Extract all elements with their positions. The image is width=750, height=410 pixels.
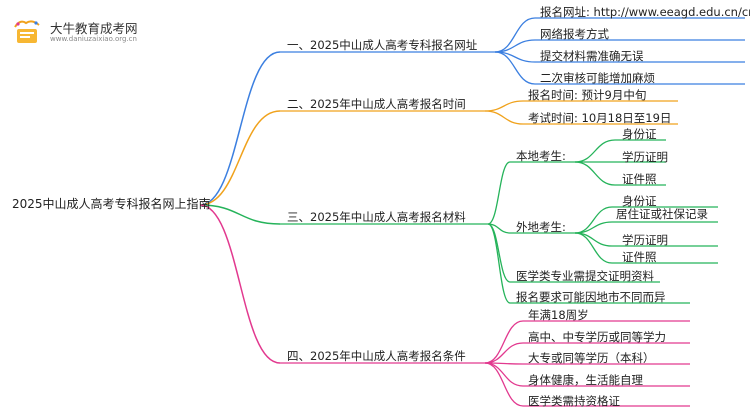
branch-3-varies-line — [487, 223, 511, 304]
branch-4-item-line-5 — [484, 362, 524, 407]
branch-1-item-3: 提交材料需准确无误 — [540, 49, 644, 63]
nonlocal-item-id-card: 身份证 — [622, 194, 657, 208]
nonlocal-item-line-2 — [574, 221, 613, 234]
branch-3-item-varies: 报名要求可能因地市不同而异 — [516, 290, 666, 304]
brand-name: 大牛教育成考网 — [50, 21, 138, 36]
branch-1-item-line-1 — [494, 17, 536, 53]
nonlocal-item-line-4 — [574, 232, 613, 264]
branch-4-item-line-4 — [484, 362, 524, 387]
branch-1-item-1: 报名网址: http://www.eeagd.edu.cn/cr — [540, 5, 750, 19]
local-item-photo: 证件照 — [622, 172, 657, 186]
root-to-branch-1-line — [199, 51, 281, 206]
branch-4-item-line-2 — [484, 342, 524, 364]
brand-url: www.daniuzaixiao.org.cn — [50, 35, 137, 43]
nonlocal-item-line-3 — [574, 232, 613, 247]
branch-2-title: 二、2025年中山成人高考报名时间 — [287, 97, 466, 111]
root-to-branch-3-line — [199, 204, 281, 225]
branch-3-local-line — [487, 161, 511, 225]
local-item-line-1 — [574, 139, 616, 163]
brand-logo-icon — [12, 17, 42, 47]
branch-2-item-line-2 — [484, 110, 524, 125]
branch-3-group-local: 本地考生: — [516, 149, 566, 163]
branch-4-item-line-1 — [484, 320, 524, 364]
branch-1-item-line-4 — [494, 51, 536, 85]
nonlocal-item-residence: 居住证或社保记录 — [616, 207, 708, 221]
branch-1-title: 一、2025中山成人高考专科报名网址 — [287, 38, 478, 52]
branch-4-title: 四、2025年中山成人高考报名条件 — [287, 349, 466, 363]
branch-4-item-1: 年满18周岁 — [528, 308, 589, 322]
branch-3-title: 三、2025年中山成人高考报名材料 — [287, 210, 466, 224]
branch-1-connectors — [199, 17, 745, 206]
branch-4-connectors — [199, 204, 690, 407]
local-item-line-3 — [574, 161, 616, 186]
local-item-diploma: 学历证明 — [622, 150, 668, 164]
branch-3-group-nonlocal: 外地考生: — [516, 220, 566, 234]
branch-3-connectors — [199, 139, 718, 304]
branch-4-item-3: 大专或同等学历（本科） — [528, 351, 655, 365]
root-topic: 2025中山成人高考专科报名网上指南 — [12, 197, 211, 211]
branch-2-item-1: 报名时间: 预计9月中旬 — [528, 88, 647, 102]
root-to-branch-4-line — [199, 204, 281, 364]
branch-1-item-4: 二次审核可能增加麻烦 — [540, 71, 655, 85]
local-item-id-card: 身份证 — [622, 127, 657, 141]
nonlocal-item-line-1 — [574, 206, 613, 234]
branch-1-item-2: 网络报考方式 — [540, 27, 609, 41]
branch-4-item-5: 医学类需持资格证 — [528, 394, 620, 408]
branch-2-item-line-1 — [484, 100, 524, 112]
branch-2-connectors — [199, 100, 678, 206]
nonlocal-item-diploma: 学历证明 — [622, 233, 668, 247]
nonlocal-item-photo: 证件照 — [622, 250, 657, 264]
root-to-branch-2-line — [199, 110, 281, 206]
branch-3-item-medical: 医学类专业需提交证明资料 — [516, 269, 654, 283]
branch-2-item-2: 考试时间: 10月18日至19日 — [528, 111, 672, 125]
branch-4-item-4: 身体健康，生活能自理 — [528, 373, 643, 387]
branch-4-item-2: 高中、中专学历或同等学力 — [528, 330, 666, 344]
